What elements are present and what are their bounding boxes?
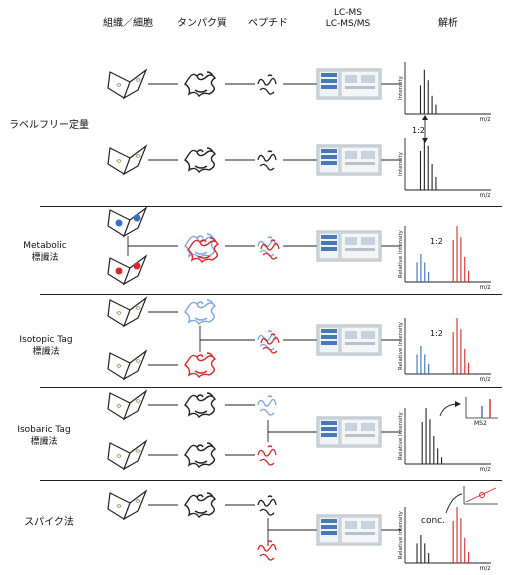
x-axis-label: m/z [479, 376, 490, 383]
cell-pair [107, 350, 147, 380]
connector-lines [127, 83, 401, 546]
ms2-arrowhead [455, 401, 461, 407]
protein-glyph [184, 71, 216, 97]
peptide-glyph-red [257, 540, 277, 561]
x-axis-label: m/z [479, 466, 490, 473]
header-lcms: LC-MS LC-MS/MS [318, 8, 378, 30]
cell-pair-red-stain [133, 262, 141, 270]
row-label-isobaric: Isobaric Tag 標識法 [4, 424, 84, 448]
cell-pair-blue-stain [115, 219, 123, 227]
header-analysis: 解析 [438, 18, 458, 29]
cell-pair-red [107, 255, 147, 285]
header-peptide: ペプチド [248, 18, 288, 29]
y-axis-label: Intensity [398, 151, 404, 176]
peptide-glyph-red [257, 445, 277, 466]
header-protein: タンパク質 [177, 18, 227, 29]
peptide-glyph [257, 495, 277, 516]
ratio-label-metabolic: 1:2 [430, 237, 443, 246]
lcms-instrument [316, 514, 382, 546]
row-label-isobaric-line2: 標識法 [30, 437, 58, 447]
row-label-metabolic: Metabolic 標識法 [10, 240, 80, 264]
peptide-glyph-blue [257, 395, 277, 416]
spectrum-isotopic: Relative Intensity m/z [398, 318, 491, 383]
protein-glyph [184, 442, 216, 468]
cell-pair [107, 145, 147, 175]
header-lcms-line1: LC-MS [333, 8, 363, 18]
section-divider [40, 206, 502, 207]
spectrum-metabolic: Relative Intensity m/z [398, 226, 491, 291]
protein-glyph-blue [184, 299, 216, 325]
cell-pair-blue-stain [133, 214, 141, 222]
spectrum-spike: Relative Intensity m/z [398, 507, 491, 572]
ms2-inset-label: MS2 [474, 420, 487, 427]
pipeline-shapes [107, 68, 382, 561]
lcms-instrument [316, 144, 382, 176]
y-axis-label: Relative Intensity [398, 510, 404, 559]
section-divider [40, 387, 502, 388]
y-axis-label: Relative Intensity [398, 411, 404, 460]
row-label-isotopic-line2: 標識法 [32, 347, 60, 357]
y-axis-label: Intensity [398, 75, 404, 100]
ratio-label-labelfree: 1:2 [412, 126, 425, 135]
spectrum-isobaric: Relative Intensity m/z [398, 408, 491, 473]
spectrum-labelfree-bottom: Intensity m/z [398, 138, 491, 199]
conc-label: conc. [421, 516, 445, 526]
x-axis-label: m/z [479, 565, 490, 572]
cell-pair [107, 390, 147, 420]
cell-pair [107, 69, 147, 99]
x-axis-label: m/z [479, 192, 490, 199]
cell-pair-blue [107, 207, 147, 237]
cal-point [479, 492, 485, 498]
cell-pair-red-stain [115, 267, 123, 275]
cell-pair [107, 297, 147, 327]
lcms-instrument [316, 324, 382, 356]
protein-glyph [184, 492, 216, 518]
row-label-isotopic: Isotopic Tag 標識法 [6, 334, 86, 358]
lcms-instrument [316, 416, 382, 448]
peptide-glyph [257, 150, 277, 171]
cell-pair [107, 490, 147, 520]
section-divider [40, 294, 502, 295]
lcms-instrument [316, 230, 382, 262]
row-label-isotopic-line1: Isotopic Tag [19, 335, 73, 345]
conc-arrow [445, 493, 463, 514]
cell-pair [107, 440, 147, 470]
peptide-glyph [257, 74, 277, 95]
protein-glyph-red [184, 352, 216, 378]
spectrum-labelfree-top: Intensity m/z [398, 62, 491, 123]
header-lcms-line2: LC-MS/MS [325, 19, 371, 29]
row-label-spike: スパイク法 [24, 517, 74, 528]
row-label-metabolic-line2: 標識法 [31, 253, 59, 263]
protein-glyph [184, 147, 216, 173]
row-label-isobaric-line1: Isobaric Tag [17, 425, 71, 435]
calibration-inset [463, 486, 498, 505]
y-axis-label: Relative Intensity [398, 229, 404, 278]
section-divider [40, 480, 502, 481]
header-tissue-cell: 組織／細胞 [103, 18, 153, 29]
protein-glyph [184, 392, 216, 418]
ms2-inset [465, 397, 498, 419]
x-axis-label: m/z [479, 116, 490, 123]
row-label-metabolic-line1: Metabolic [23, 241, 67, 251]
ratio-label-isotopic: 1:2 [430, 329, 443, 338]
cal-line [465, 487, 497, 503]
row-label-labelfree: ラベルフリー定量 [9, 120, 89, 131]
lcms-instrument [316, 68, 382, 100]
y-axis-label: Relative Intensity [398, 321, 404, 370]
x-axis-label: m/z [479, 284, 490, 291]
